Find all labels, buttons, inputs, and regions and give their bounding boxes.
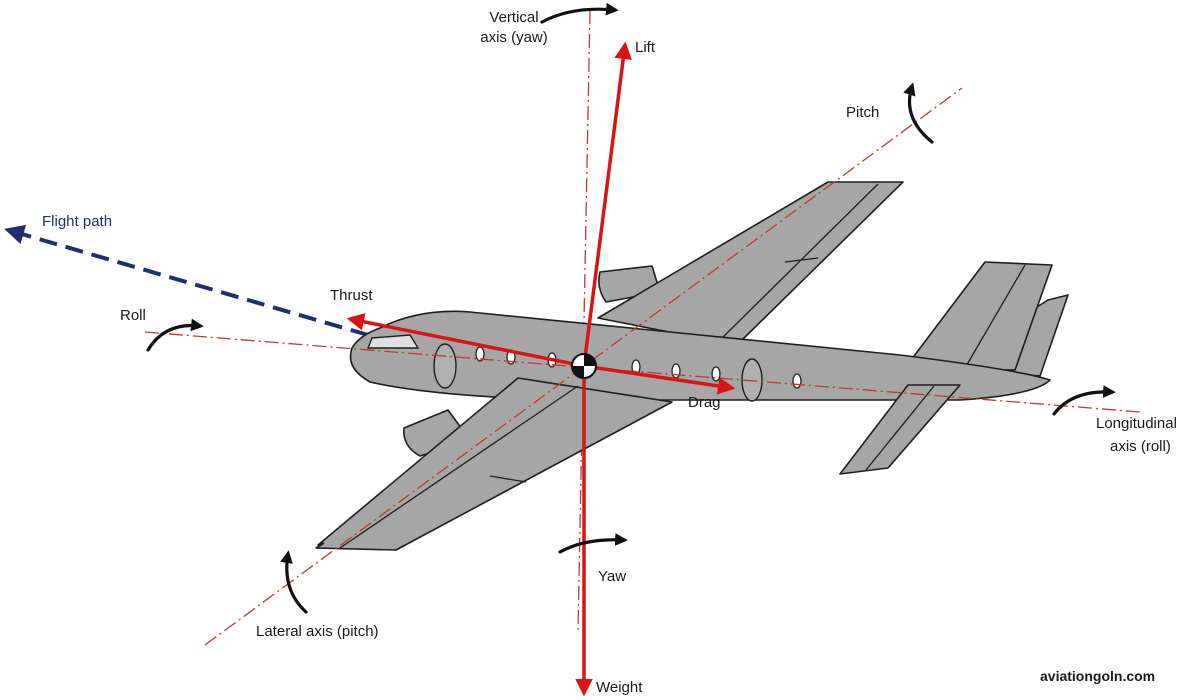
flight-path-label: Flight path bbox=[42, 213, 112, 230]
flight-path-arrow bbox=[4, 224, 369, 337]
cockpit-window bbox=[366, 334, 420, 349]
vertical-axis-line bbox=[577, 9, 591, 631]
rear-door bbox=[741, 358, 763, 402]
roll-rotation-icon bbox=[146, 318, 204, 352]
thrust-label: Thrust bbox=[330, 287, 373, 304]
drag-arrow bbox=[583, 364, 736, 395]
longitudinal-rotation-icon bbox=[1052, 385, 1116, 416]
longitudinal-axis-label-1: Longitudinal bbox=[1096, 415, 1177, 432]
lift-arrow bbox=[582, 41, 632, 367]
lateral-axis-label: Lateral axis (pitch) bbox=[256, 623, 379, 640]
vertical-axis-label-2: axis (yaw) bbox=[480, 29, 548, 46]
lower-stabilizer bbox=[839, 384, 961, 475]
pitch-label: Pitch bbox=[846, 104, 879, 121]
pitch-rotation-icon bbox=[903, 82, 934, 144]
vertical-axis-label-1: Vertical bbox=[489, 9, 538, 26]
drag-label: Drag bbox=[688, 394, 721, 411]
watermark: aviationgoln.com bbox=[1040, 668, 1155, 684]
longitudinal-axis-line bbox=[144, 331, 1141, 413]
weight-label: Weight bbox=[596, 679, 643, 696]
lift-label: Lift bbox=[635, 39, 656, 56]
airplane bbox=[315, 181, 1069, 551]
roll-label: Roll bbox=[120, 307, 146, 324]
front-door bbox=[433, 343, 457, 389]
yaw-rotation-icon-top bbox=[540, 2, 619, 24]
center-of-gravity-icon bbox=[571, 353, 597, 379]
right-wing bbox=[597, 181, 904, 341]
yaw-rotation-icon-bottom bbox=[558, 533, 628, 554]
longitudinal-axis-label-2: axis (roll) bbox=[1110, 438, 1171, 455]
yaw-label: Yaw bbox=[598, 568, 626, 585]
fuselage bbox=[349, 310, 1051, 401]
thrust-arrow bbox=[346, 313, 585, 368]
lateral-rotation-icon bbox=[280, 550, 308, 614]
